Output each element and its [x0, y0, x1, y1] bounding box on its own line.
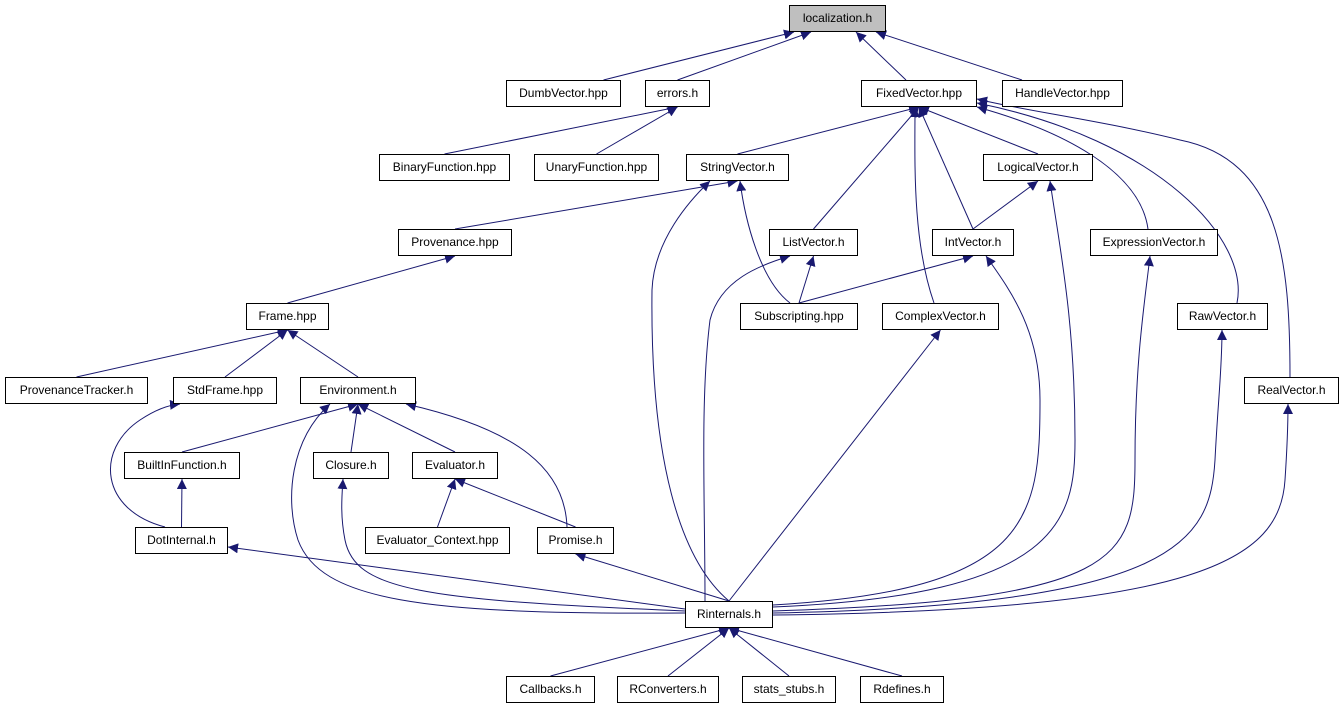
node-environment[interactable]: Environment.h — [300, 377, 416, 404]
edge-errors-to-localization — [677, 30, 812, 81]
edge-promise-to-environment — [405, 401, 568, 528]
edge-logicalvector-to-fixedvector — [918, 106, 1039, 155]
node-unaryfunction[interactable]: UnaryFunction.hpp — [534, 154, 659, 181]
node-subscripting[interactable]: Subscripting.hpp — [740, 303, 858, 330]
edge-rinternals-to-realvector — [772, 403, 1293, 616]
node-evaluator_context[interactable]: Evaluator_Context.hpp — [365, 527, 510, 554]
edge-stdframe-to-frame — [224, 329, 288, 378]
node-complexvector[interactable]: ComplexVector.h — [882, 303, 999, 330]
node-rdefines[interactable]: Rdefines.h — [860, 676, 944, 703]
edge-rinternals-to-logicalvector — [772, 180, 1076, 608]
edge-promise-to-evaluator — [454, 478, 576, 528]
edge-rinternals-to-dotinternal — [227, 543, 686, 610]
edge-dumbvector-to-localization — [603, 29, 795, 81]
node-stats_stubs[interactable]: stats_stubs.h — [742, 676, 836, 703]
node-listvector[interactable]: ListVector.h — [769, 229, 858, 256]
node-logicalvector[interactable]: LogicalVector.h — [983, 154, 1093, 181]
edge-complexvector-to-fixedvector — [909, 106, 935, 304]
edge-unaryfunction-to-errors — [596, 106, 678, 155]
edge-callbacks-to-rinternals — [550, 625, 730, 677]
edge-provenance-to-stringvector — [454, 177, 738, 230]
edge-realvector-to-fixedvector — [976, 96, 1291, 378]
node-closure[interactable]: Closure.h — [313, 452, 389, 479]
edge-subscripting-to-intvector — [798, 253, 974, 304]
edge-rinternals-to-closure — [337, 478, 686, 612]
edge-stats_stubs-to-rinternals — [728, 627, 790, 677]
edge-frame-to-provenance — [287, 253, 456, 304]
edge-dotinternal-to-stdframe — [109, 399, 181, 528]
edge-intvector-to-fixedvector — [918, 106, 974, 230]
node-errors[interactable]: errors.h — [645, 80, 710, 107]
edge-provenancetracker-to-frame — [76, 327, 288, 378]
node-callbacks[interactable]: Callbacks.h — [506, 676, 595, 703]
edge-fixedvector-to-localization — [855, 31, 907, 81]
node-builtinfunction[interactable]: BuiltInFunction.h — [124, 452, 240, 479]
node-binaryfunction[interactable]: BinaryFunction.hpp — [379, 154, 510, 181]
edge-intvector-to-logicalvector — [972, 180, 1039, 230]
edge-closure-to-environment — [350, 403, 362, 453]
edge-builtinfunction-to-environment — [181, 401, 359, 453]
edge-subscripting-to-stringvector — [736, 180, 791, 304]
node-stringvector[interactable]: StringVector.h — [686, 154, 789, 181]
edge-rinternals-to-complexvector — [728, 329, 941, 602]
edge-subscripting-to-listvector — [798, 255, 816, 304]
edge-rinternals-to-environment — [291, 403, 686, 614]
node-stdframe[interactable]: StdFrame.hpp — [173, 377, 277, 404]
edge-rconverters-to-rinternals — [667, 627, 730, 677]
edge-listvector-to-fixedvector — [813, 106, 920, 230]
edge-binaryfunction-to-errors — [444, 104, 678, 155]
node-dumbvector[interactable]: DumbVector.hpp — [506, 80, 621, 107]
edge-dotinternal-to-builtinfunction — [176, 478, 187, 528]
node-frame[interactable]: Frame.hpp — [246, 303, 329, 330]
edge-rinternals-to-expressionvector — [772, 255, 1154, 612]
edge-rawvector-to-fixedvector — [976, 100, 1239, 304]
node-promise[interactable]: Promise.h — [537, 527, 614, 554]
edge-stringvector-to-fixedvector — [737, 104, 920, 155]
node-provenance[interactable]: Provenance.hpp — [398, 229, 512, 256]
edge-rinternals-to-promise — [575, 552, 730, 602]
edge-evaluator_context-to-evaluator — [437, 478, 457, 528]
edge-evaluator-to-environment — [357, 403, 456, 453]
node-handlevector[interactable]: HandleVector.hpp — [1002, 80, 1123, 107]
node-localization[interactable]: localization.h — [789, 5, 886, 32]
edge-handlevector-to-localization — [875, 30, 1023, 81]
node-provenancetracker[interactable]: ProvenanceTracker.h — [5, 377, 148, 404]
node-realvector[interactable]: RealVector.h — [1244, 377, 1339, 404]
node-rawvector[interactable]: RawVector.h — [1177, 303, 1268, 330]
node-fixedvector[interactable]: FixedVector.hpp — [861, 80, 977, 107]
node-expressionvector[interactable]: ExpressionVector.h — [1090, 229, 1218, 256]
edge-environment-to-frame — [287, 329, 359, 378]
node-rinternals[interactable]: Rinternals.h — [685, 601, 773, 628]
edge-rinternals-to-intvector — [772, 255, 1041, 606]
edge-rinternals-to-listvector — [703, 254, 791, 602]
node-rconverters[interactable]: RConverters.h — [617, 676, 719, 703]
node-evaluator[interactable]: Evaluator.h — [412, 452, 498, 479]
edge-rinternals-to-rawvector — [772, 329, 1227, 614]
edge-rdefines-to-rinternals — [728, 625, 903, 677]
node-dotinternal[interactable]: DotInternal.h — [135, 527, 228, 554]
node-intvector[interactable]: IntVector.h — [932, 229, 1014, 256]
edge-rinternals-to-stringvector — [651, 180, 730, 602]
